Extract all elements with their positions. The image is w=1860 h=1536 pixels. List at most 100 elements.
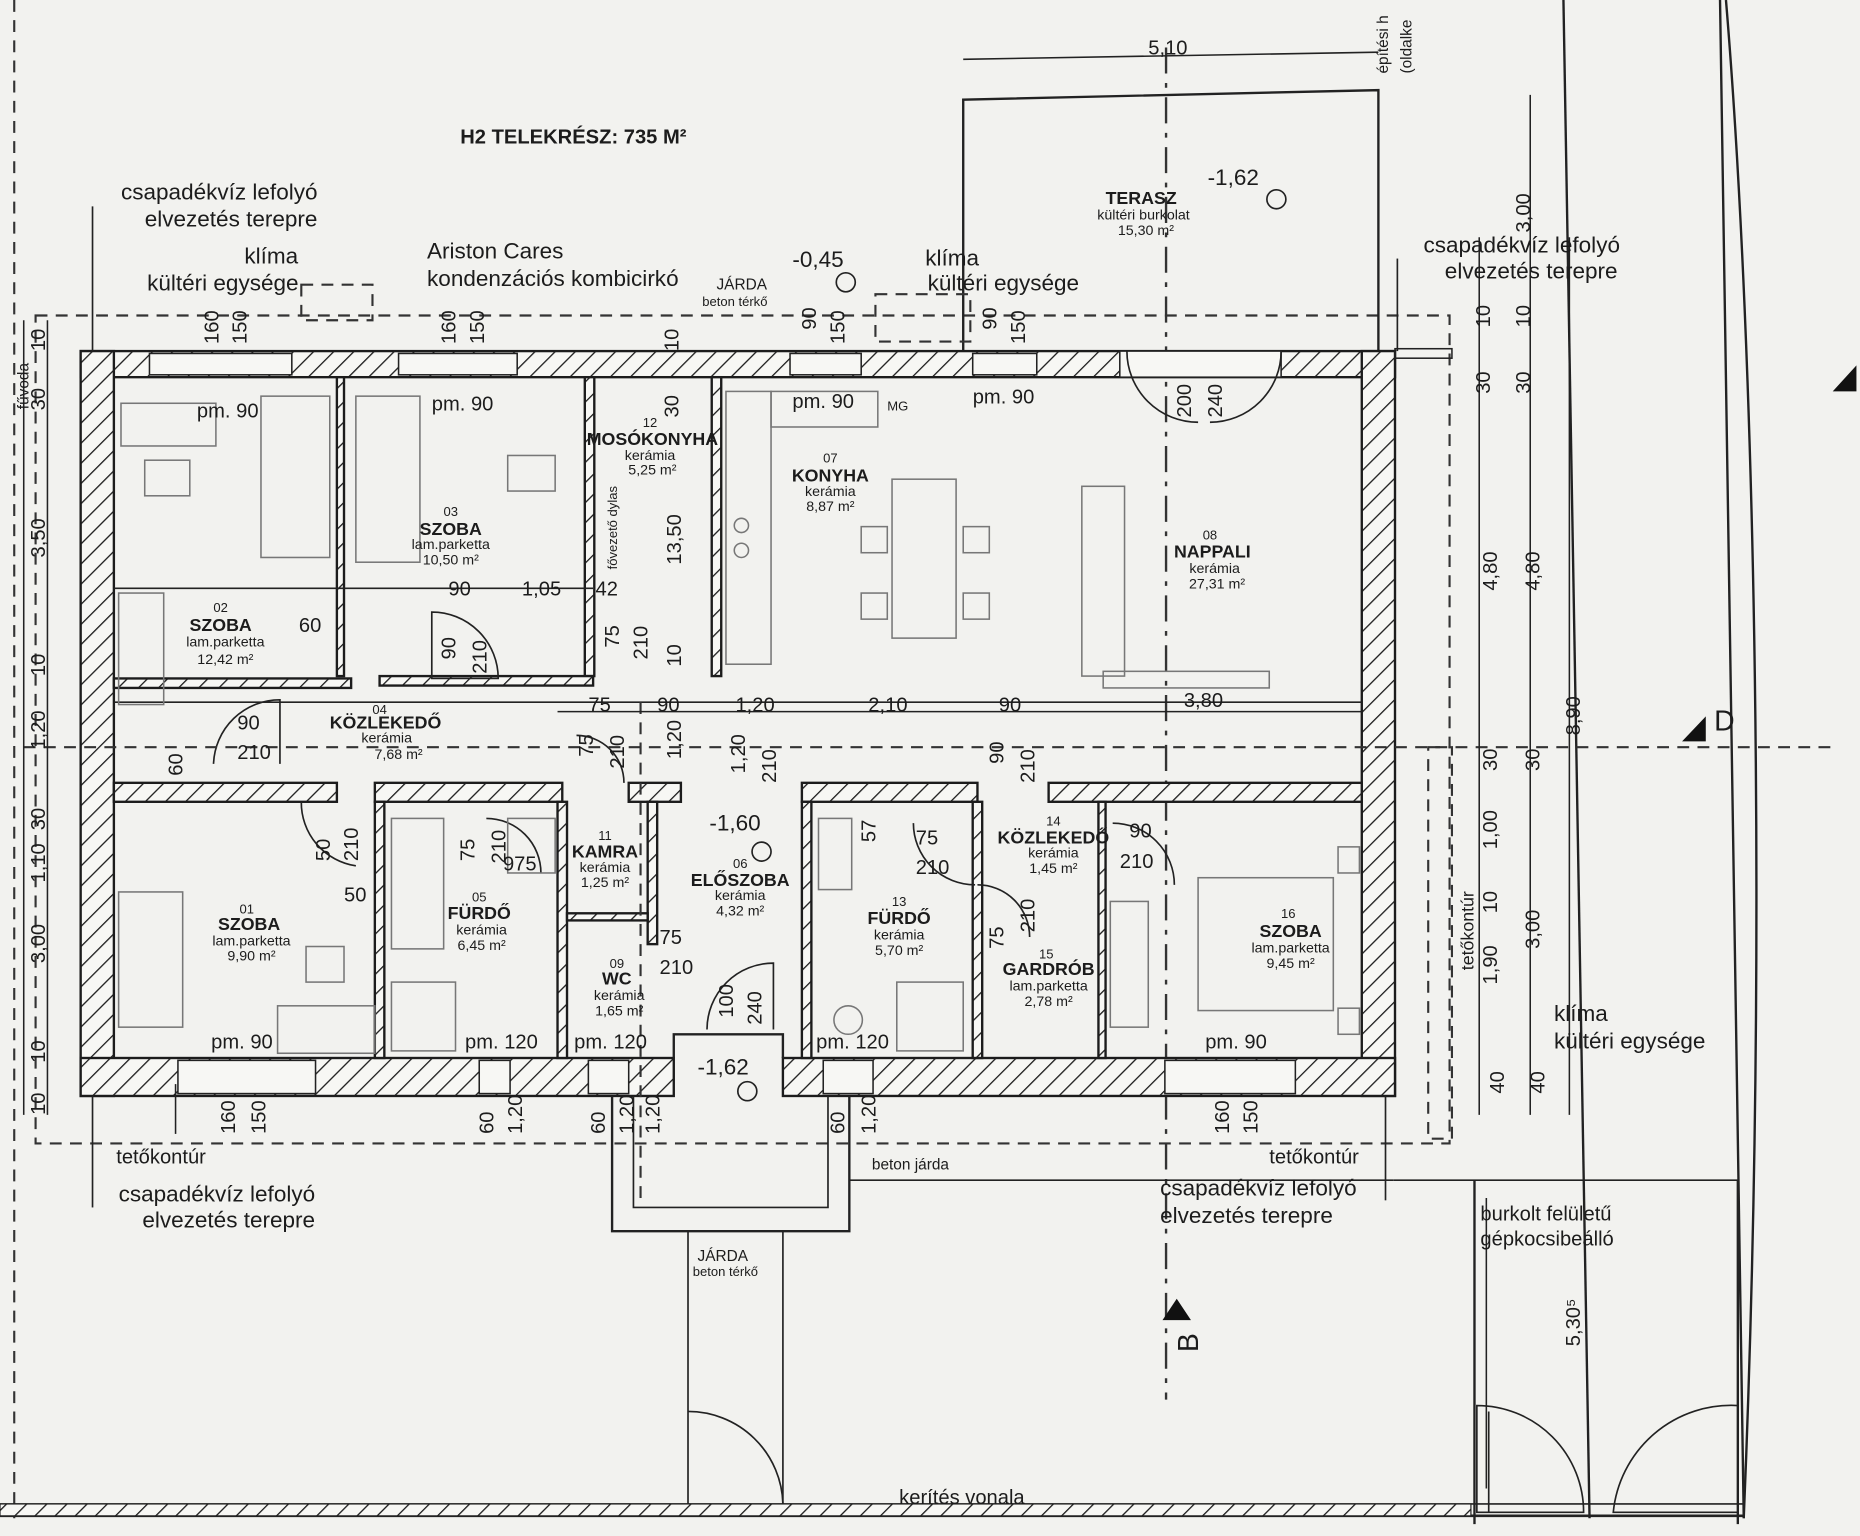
room-tag-text: 1,65 m² <box>595 1003 643 1019</box>
room-tag-text: lam.parketta <box>186 634 264 650</box>
room-tag-07-konyha: 07 KONYHA kerámia 8,87 m² <box>792 451 869 516</box>
furniture <box>117 390 1361 1055</box>
room-tag-text: 1,45 m² <box>1029 861 1077 877</box>
room-tag-text: ELŐSZOBA <box>691 869 790 890</box>
dim-top-90-1: 90 <box>799 307 821 329</box>
section-mark-d: D <box>1714 706 1735 738</box>
room-tag-text: MOSÓKONYHA <box>587 428 719 449</box>
room-tag-text: 6,45 m² <box>457 938 505 954</box>
dim-50: 50 <box>344 884 366 906</box>
dim-pm90-5: pm. 90 <box>211 1032 273 1054</box>
room-tag-05-furdo: 05 FÜRDŐ kerámia 6,45 m² <box>448 889 511 954</box>
level-entrance: -1,62 <box>698 1055 749 1080</box>
room-tag-text: kerámia <box>874 927 925 943</box>
entrance-porch <box>610 1033 1394 1412</box>
dim-pm120-1: pm. 120 <box>465 1032 538 1054</box>
room-tag-text: 10,50 m² <box>423 553 479 569</box>
dim-left-350: 3,50 <box>28 518 50 557</box>
dim-right-10-c: 10 <box>1480 891 1502 913</box>
fence-line-label: kerítés vonala <box>899 1487 1025 1509</box>
roof-contour-outline <box>34 314 1451 1145</box>
dim-top-150-1: 150 <box>230 310 252 344</box>
room-tag-text: 12,42 m² <box>197 652 253 668</box>
room-tag-text: kerámia <box>361 730 412 746</box>
rainwater-note-2-line1: csapadékvíz lefolyó <box>1423 233 1620 258</box>
dim-top-90-2: 90 <box>979 307 1001 329</box>
section-mark-b: B <box>1173 1333 1205 1352</box>
room-tag-text: KÖZLEKEDŐ <box>998 826 1110 847</box>
room-tag-text: 04 <box>372 702 387 717</box>
room-tag-11-kamra: 11 KAMRA kerámia 1,25 m² <box>572 828 638 891</box>
dim-v-210-d: 210 <box>759 749 781 783</box>
ac-note-1-line1: klíma <box>244 243 298 268</box>
path-top-label-line2: beton térkő <box>702 294 767 309</box>
room-tag-text: KÖZLEKEDŐ <box>330 711 442 732</box>
rainwater-note-4-line1: csapadékvíz lefolyó <box>1160 1176 1357 1201</box>
room-tag-text: 15,30 m² <box>1118 223 1174 239</box>
dim-bottom-120-1: 1,20 <box>505 1095 527 1134</box>
dim-v-75-d: 75 <box>987 926 1009 948</box>
grass-label: fűvoda <box>15 363 32 410</box>
dim-right-480-b: 4,80 <box>1523 551 1545 590</box>
level-entry-hall: -1,60 <box>709 810 760 835</box>
room-tag-text: 7,68 m² <box>374 747 422 763</box>
dim-bottom-150-1: 150 <box>249 1100 271 1134</box>
room-tag-text: 8,87 m² <box>806 499 854 515</box>
dim-top-150-3: 150 <box>828 310 850 344</box>
dim-v-210-h: 210 <box>1017 899 1039 933</box>
dim-v-210-b: 210 <box>631 626 653 660</box>
fence-line <box>0 1410 1472 1517</box>
dim-v-75-c: 75 <box>457 839 479 861</box>
dim-90-b: 90 <box>657 695 679 717</box>
roof-contour-label-1: tetőkontúr <box>116 1147 206 1169</box>
dim-60-a: 60 <box>299 615 321 637</box>
rainwater-note-4-line2: elvezetés terepre <box>1160 1203 1333 1228</box>
room-tag-13-furdo: 13 FÜRDŐ kerámia 5,70 m² <box>868 894 931 959</box>
dim-210-d: 210 <box>916 857 950 879</box>
dim-pm120-3: pm. 120 <box>816 1032 889 1054</box>
room-tag-text: 1,25 m² <box>581 875 629 891</box>
room-tag-text: 07 <box>823 451 838 466</box>
dim-75-b: 75 <box>660 927 682 949</box>
dim-top-160-2: 160 <box>439 310 461 344</box>
dim-210-b: 2,10 <box>868 695 907 717</box>
room-tag-15-gardrob: 15 GARDRÓB lam.parketta 2,78 m² <box>1003 946 1095 1009</box>
boiler-note-line2: kondenzációs kombicirkó <box>427 266 679 291</box>
ac-note-2-line2: kültéri egysége <box>928 271 1079 296</box>
plot-title: H2 TELEKRÉSZ: 735 M² <box>460 126 687 149</box>
dim-left-10: 10 <box>28 329 50 351</box>
dim-v-120-b: 1,20 <box>664 720 686 759</box>
room-tag-text: 2,78 m² <box>1025 994 1073 1010</box>
dim-right-300-top: 3,00 <box>1513 193 1535 232</box>
room-tag-text: 05 <box>472 889 487 904</box>
dim-210-e: 210 <box>1120 851 1154 873</box>
room-tag-text: FÜRDŐ <box>448 902 511 923</box>
room-tag-text: 27,31 m² <box>1189 576 1245 592</box>
dim-right-30-a: 30 <box>1473 371 1495 393</box>
room-tag-08-nappali: 08 NAPPALI kerámia 27,31 m² <box>1174 528 1251 593</box>
dim-90-a: 90 <box>448 578 470 600</box>
building-line-label-2: (oldalke <box>1399 20 1416 74</box>
room-tag-text: 4,32 m² <box>716 904 764 920</box>
dim-right-480-a: 4,80 <box>1480 551 1502 590</box>
room-tag-text: 12 <box>643 415 658 430</box>
room-tag-text: SZOBA <box>420 519 482 539</box>
dim-top-160-1: 160 <box>201 310 223 344</box>
dim-left-110: 1,10 <box>28 843 50 882</box>
dim-top-30: 30 <box>662 395 684 417</box>
dim-v-57: 57 <box>858 820 880 842</box>
dim-v-100: 100 <box>716 984 738 1018</box>
room-tag-09-wc: 09 WC kerámia 1,65 m² <box>594 956 645 1019</box>
rainwater-note-3-line1: csapadékvíz lefolyó <box>119 1182 316 1207</box>
room-tag-text: SZOBA <box>1259 921 1321 941</box>
room-tag-text: lam.parketta <box>1009 978 1087 994</box>
dim-left-10-c: 10 <box>28 1040 50 1062</box>
dim-v-210-g: 210 <box>488 830 510 864</box>
dim-bottom-60-2: 60 <box>588 1111 610 1133</box>
dim-v-240: 240 <box>745 991 767 1025</box>
dim-door-200: 200 <box>1174 384 1196 418</box>
exterior-walls <box>79 349 1397 1098</box>
dim-right-30-b: 30 <box>1513 371 1535 393</box>
room-tag-01-szoba: 01 SZOBA lam.parketta 9,90 m² <box>212 901 290 964</box>
dim-right-30-c: 30 <box>1480 749 1502 771</box>
